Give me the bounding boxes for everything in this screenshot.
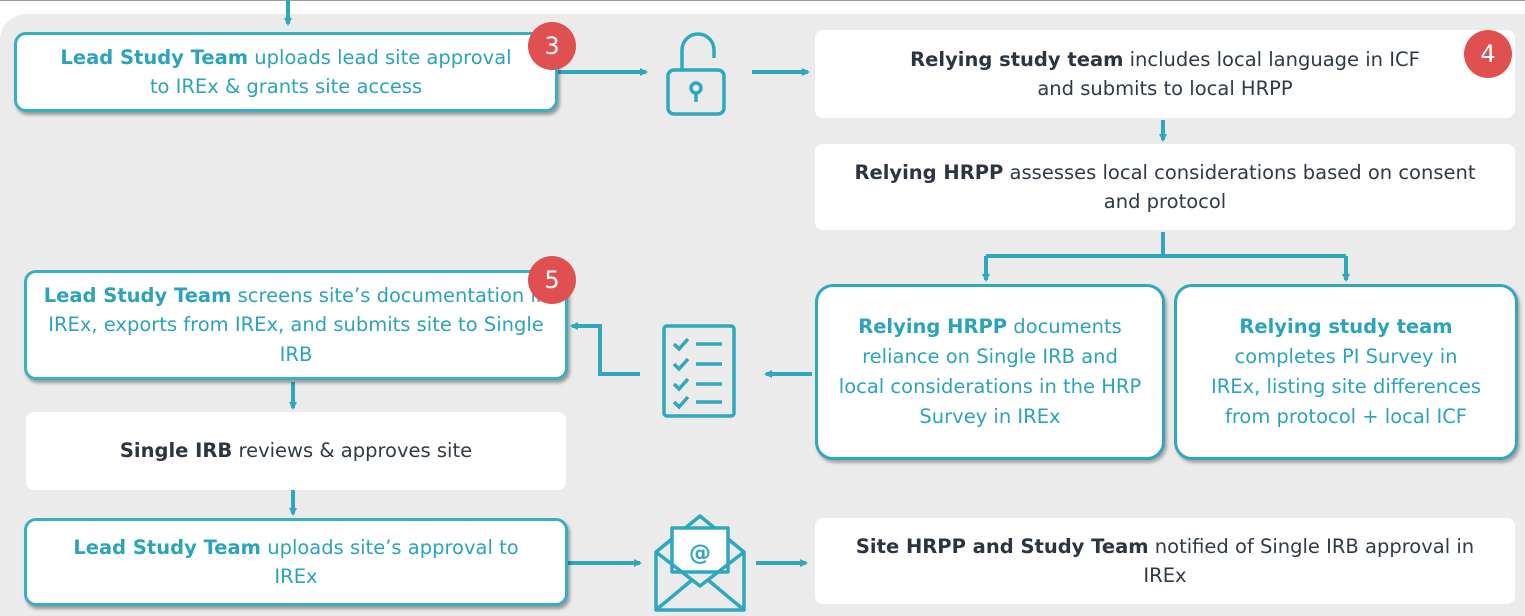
step-lead-screens: Lead Study Team screens site’s documenta… [24,270,568,380]
step-relying-team-icf-text: Relying study team includes local langua… [910,47,1420,100]
top-divider [0,0,1525,1]
step-badge-5: 5 [528,256,576,304]
step-lead-upload-site: Lead Study Team uploads site’s approval … [24,518,568,606]
step-lead-screens-text: Lead Study Team screens site’s documenta… [43,284,549,366]
step-relying-hrpp-assess: Relying HRPP assesses local consideratio… [815,144,1515,230]
step-badge-4: 4 [1464,30,1512,78]
step-badge-3: 3 [528,22,576,70]
step-relying-hrpp-documents: Relying HRPP documents reliance on Singl… [815,284,1165,460]
arrow-checklist-to-screens [570,322,640,376]
step-notified: Site HRPP and Study Team notified of Sin… [815,518,1515,604]
step-lead-upload-site-text: Lead Study Team uploads site’s approval … [73,535,519,588]
email-envelope-icon: @ [654,514,746,612]
step-relying-hrpp-documents-text: Relying HRPP documents reliance on Singl… [838,314,1142,429]
step-relying-team-survey-text: Relying study team completes PI Survey i… [1210,314,1482,429]
step-single-irb-review-text: Single IRB reviews & approves site [119,439,473,463]
step-lead-upload-approval-text: Lead Study Team uploads lead site approv… [60,45,512,98]
step-relying-team-survey: Relying study team completes PI Survey i… [1174,284,1518,460]
checklist-icon [662,324,736,418]
step-relying-team-icf: Relying study team includes local langua… [815,30,1515,118]
step-relying-hrpp-assess-text: Relying HRPP assesses local consideratio… [854,160,1476,213]
unlocked-padlock-icon [666,32,726,116]
step-notified-text: Site HRPP and Study Team notified of Sin… [855,534,1475,587]
step-single-irb-review: Single IRB reviews & approves site [26,412,566,490]
svg-text:@: @ [689,541,711,566]
step-lead-upload-approval: Lead Study Team uploads lead site approv… [14,32,558,112]
